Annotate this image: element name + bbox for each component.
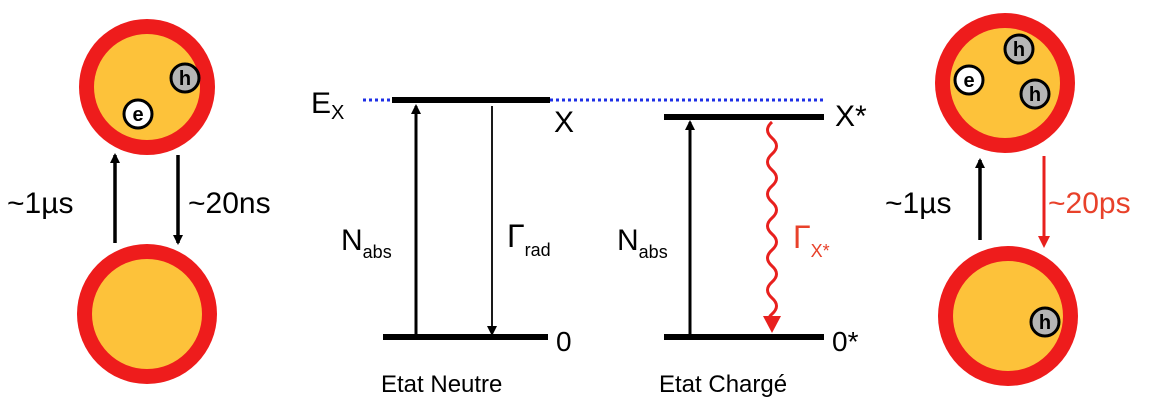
left-up-time: ~1µs	[7, 187, 74, 220]
neutral-lower-label: 0	[556, 326, 572, 357]
svg-text:e: e	[132, 104, 143, 126]
hole-carrier-icon: h	[1019, 78, 1051, 110]
neutral-abs-label: Nabs	[341, 224, 392, 262]
electron-carrier-icon: e	[953, 64, 985, 96]
svg-text:h: h	[179, 68, 191, 90]
charged-upper-label: X*	[835, 100, 867, 133]
right-up-time: ~1µs	[885, 187, 952, 220]
dot-core	[94, 34, 200, 140]
left-upper-dot: h e	[79, 19, 215, 155]
charged-rad-wavy-arrow	[766, 120, 778, 326]
right-lower-dot: h	[938, 246, 1078, 386]
charged-caption: Etat Chargé	[659, 371, 787, 398]
right-down-time: ~20ps	[1048, 187, 1131, 220]
svg-text:h: h	[1029, 84, 1041, 106]
energy-label: EX	[311, 87, 344, 124]
neutral-upper-label: X	[554, 106, 574, 139]
neutral-rad-label: Γrad	[507, 218, 551, 260]
hole-carrier-icon: h	[1029, 306, 1061, 338]
hole-carrier-icon: h	[1003, 33, 1035, 65]
charged-abs-label: Nabs	[617, 224, 668, 262]
svg-text:e: e	[963, 70, 974, 92]
left-down-time: ~20ns	[188, 187, 271, 220]
dot-core	[92, 259, 202, 369]
charged-lower-label: 0*	[832, 326, 859, 357]
left-dot-group: h e ~1µs ~20ns	[7, 19, 271, 384]
svg-text:h: h	[1039, 312, 1051, 334]
electron-carrier-icon: e	[122, 98, 154, 130]
neutral-state: EX X 0 Nabs Γrad Etat Neutre	[311, 87, 824, 398]
right-upper-dot: h e h	[935, 13, 1075, 153]
charged-rad-arrowhead	[763, 316, 781, 333]
svg-text:h: h	[1013, 39, 1025, 61]
right-dot-group: h e h h ~1µs ~20ps	[885, 13, 1131, 386]
charged-rad-label: ΓX*	[793, 219, 830, 261]
hole-carrier-icon: h	[169, 62, 201, 94]
charged-state: X* 0* Nabs ΓX* Etat Chargé	[617, 100, 867, 398]
neutral-caption: Etat Neutre	[381, 371, 502, 398]
dot-core	[953, 261, 1063, 371]
left-lower-dot	[77, 244, 217, 384]
